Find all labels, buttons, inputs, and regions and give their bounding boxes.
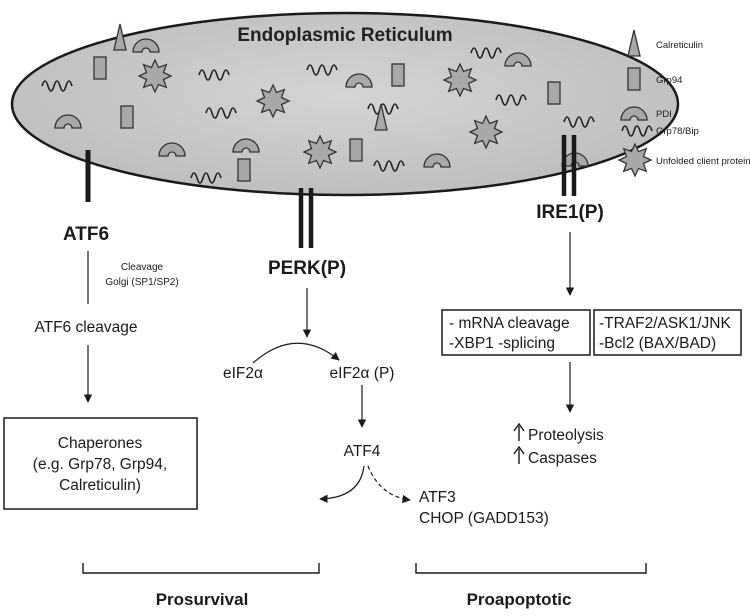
grp94-icon: [349, 138, 363, 162]
up-arrow-icon: [513, 422, 525, 441]
atf6-cleavage-note-2: Golgi (SP1/SP2): [105, 277, 178, 288]
ire1-apoptosis-box: [593, 309, 742, 356]
atf6-label: ATF6: [63, 224, 109, 245]
caspases-label: Caspases: [528, 450, 597, 467]
atf3-label: ATF3: [419, 489, 456, 506]
perk-label: PERK(P): [268, 258, 346, 279]
legend-label-grp94: Grp94: [656, 75, 682, 86]
ire1-label: IRE1(P): [536, 202, 604, 223]
grp94-icon: [547, 81, 561, 105]
er-title: Endoplasmic Reticulum: [237, 25, 452, 46]
ire1-box1-line-1: - mRNA cleavage: [449, 315, 570, 332]
prosurvival-bracket: [82, 563, 320, 574]
atf4-label: ATF4: [344, 443, 381, 460]
ire1-box2-line-2: -Bcl2 (BAX/BAD): [599, 335, 716, 352]
perk-sensor: [298, 188, 314, 248]
grp94-icon: [237, 158, 251, 182]
grp94-icon: [391, 63, 405, 87]
proteolysis-label: Proteolysis: [528, 427, 604, 444]
unfolded-client-protein-icon: [303, 135, 337, 169]
eif2a-p-label: eIF2α (P): [330, 365, 395, 382]
chaperones-line-2: (e.g. Grp78, Grp94,: [33, 456, 167, 473]
chaperones-box: [3, 417, 198, 510]
chop-label: CHOP (GADD153): [419, 510, 549, 527]
legend-label-unfolded: Unfolded client protein: [656, 156, 750, 167]
legend-label-calreticulin: Calreticulin: [656, 40, 703, 51]
unfolded-client-protein-icon: [469, 115, 503, 149]
legend-label-grp78-bip: Grp78/Bip: [656, 126, 699, 137]
unfolded-client-protein-icon: [443, 63, 477, 97]
legend: Calreticulin Grp94 PDI Grp78/Bip Unfolde…: [618, 29, 750, 177]
legend-label-pdi: PDI: [656, 109, 672, 120]
grp94-icon: [627, 67, 641, 91]
grp94-icon: [93, 56, 107, 80]
atf4-proapoptotic-arrow: [367, 465, 411, 504]
atf4-prosurvival-arrow: [319, 465, 365, 504]
chaperones-line-3: Calreticulin): [59, 477, 141, 494]
prosurvival-label: Prosurvival: [156, 590, 249, 609]
unfolded-client-protein-icon: [256, 84, 290, 118]
up-arrow-icon: [513, 445, 525, 464]
ire1-box2-line-1: -TRAF2/ASK1/JNK: [599, 315, 731, 332]
atf6-cleavage-step: ATF6 cleavage: [34, 319, 137, 336]
proapoptotic-bracket: [415, 563, 647, 574]
grp94-icon: [120, 105, 134, 129]
phosphorylation-arrow: [252, 342, 340, 364]
calreticulin-icon: [627, 29, 641, 57]
ire1-sensor: [561, 135, 577, 196]
proapoptotic-label: Proapoptotic: [467, 590, 572, 609]
ire1-box1-line-2: -XBP1 -splicing: [449, 335, 555, 352]
atf6-cleavage-note-1: Cleavage: [121, 262, 164, 273]
unfolded-client-protein-icon: [138, 59, 172, 93]
chaperones-line-1: Chaperones: [58, 435, 143, 452]
unfolded-client-protein-icon: [618, 143, 652, 177]
eif2a-label: eIF2α: [223, 365, 263, 382]
ire1-mrna-box: [441, 309, 591, 356]
